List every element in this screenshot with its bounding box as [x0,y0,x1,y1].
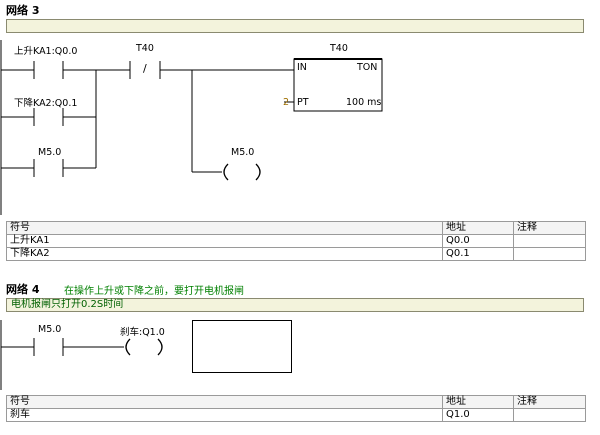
coil-right-arc [157,338,163,356]
network-4-title-comment[interactable]: 在操作上升或下降之前，要打开电机报闸 [64,286,244,297]
contact-m50-label: M5.0 [38,324,62,335]
header-address: 地址 [442,395,514,409]
timer-in-label: IN [297,62,307,73]
header-symbol: 符号 [6,395,443,409]
timer-box [293,58,383,112]
header-comment: 注释 [513,395,586,409]
network-3-title: 网络 3 [6,4,40,17]
contact-m50-label: M5.0 [38,147,62,158]
contact-t40-label: T40 [136,43,154,54]
contact-ka2-label: 下降KA2:Q0.1 [14,98,78,109]
contact-t40-nc-symbol: / [143,62,147,75]
header-address: 地址 [442,221,514,235]
cell-address[interactable]: Q1.0 [442,408,514,422]
header-symbol: 符号 [6,221,443,235]
table-row[interactable]: 下降KA2 Q0.1 [6,247,586,261]
network-4-ladder[interactable] [0,0,600,392]
network-3-comment-box[interactable] [6,19,584,33]
timer-pt-value[interactable]: 2 [283,97,290,108]
table-row[interactable]: 上升KA1 Q0.0 [6,234,586,248]
contact-ka1-label: 上升KA1:Q0.0 [14,46,78,57]
cell-symbol[interactable]: 刹车 [6,408,443,422]
timer-name: T40 [330,43,348,54]
coil-left-arc [223,163,229,181]
network-4-symbol-table: 符号 地址 注释 刹车 Q1.0 [6,395,586,422]
empty-box[interactable] [192,320,292,373]
table-header-row: 符号 地址 注释 [6,395,586,409]
table-row[interactable]: 刹车 Q1.0 [6,408,586,422]
table-header-row: 符号 地址 注释 [6,221,586,235]
coil-left-arc [125,338,131,356]
cell-comment[interactable] [513,247,586,261]
timer-resolution-label: 100 ms [346,97,382,108]
coil-m50-label: M5.0 [231,147,255,158]
network-4-title: 网络 4 [6,283,40,296]
network-4-comment-box[interactable]: 电机报闸只打开0.2S时间 [6,298,584,312]
coil-right-arc [255,163,261,181]
header-comment: 注释 [513,221,586,235]
cell-comment[interactable] [513,408,586,422]
coil-brake-label: 刹车:Q1.0 [120,327,165,338]
timer-type-label: TON [357,62,378,73]
network-3-ladder[interactable] [0,0,600,220]
network-3-symbol-table: 符号 地址 注释 上升KA1 Q0.0 下降KA2 Q0.1 [6,221,586,261]
timer-pt-label: PT [297,97,309,108]
